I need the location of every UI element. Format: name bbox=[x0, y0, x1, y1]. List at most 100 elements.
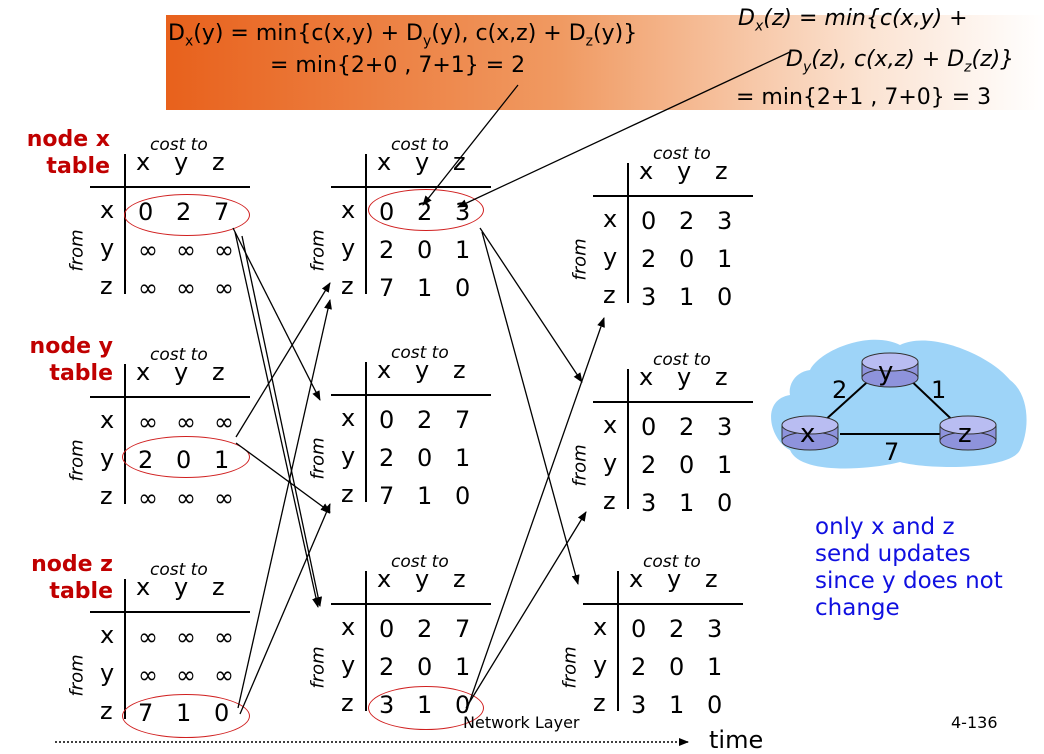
col0-y-table-row-label-y: y bbox=[100, 444, 115, 472]
col2-z-table-cell-y-z: 1 bbox=[707, 653, 723, 681]
col0-z-table-cost-to-label: cost to bbox=[150, 560, 208, 580]
col2-x-table-cell-z-y: 1 bbox=[679, 283, 695, 311]
col2-y-table-cell-y-x: 2 bbox=[641, 451, 657, 479]
col2-y-table-cell-x-z: 3 bbox=[717, 413, 733, 441]
col2-z-table-row-label-y: y bbox=[593, 651, 608, 679]
col2-x-table-row-label-z: z bbox=[603, 281, 616, 309]
col0-z-table-row-label-y: y bbox=[100, 659, 115, 687]
time-label: time bbox=[709, 726, 764, 754]
col2-x-table-cell-y-z: 1 bbox=[717, 245, 733, 273]
ellipse-x-table-t0 bbox=[124, 194, 250, 236]
col0-y-table-vertical-rule bbox=[124, 364, 126, 504]
topology-node-y: y bbox=[878, 357, 894, 387]
col1-y-table-cell-z-y: 1 bbox=[417, 482, 433, 510]
update-arrow-2 bbox=[241, 235, 323, 607]
col2-z-table-cell-x-z: 3 bbox=[707, 615, 723, 643]
col2-z-table-col-header-x: x bbox=[629, 565, 644, 593]
col1-z-table-cost-to-label: cost to bbox=[391, 552, 449, 572]
col2-y-table-col-header-x: x bbox=[639, 363, 654, 391]
col0-x-table-cell-y-y: ∞ bbox=[176, 236, 196, 264]
col0-x-table-row-label-y: y bbox=[100, 234, 115, 262]
col0-y-table-cell-z-z: ∞ bbox=[214, 484, 234, 512]
formula-banner bbox=[166, 15, 1044, 110]
col1-x-table-cell-z-y: 1 bbox=[417, 274, 433, 302]
col1-y-table-cell-y-y: 0 bbox=[417, 444, 433, 472]
col0-z-table-cell-x-z: ∞ bbox=[214, 623, 234, 651]
col1-y-table-row-label-x: x bbox=[341, 404, 356, 432]
col1-y-table-cell-x-z: 7 bbox=[455, 406, 471, 434]
col1-x-table-vertical-rule bbox=[365, 154, 367, 294]
col1-x-table-col-header-y: y bbox=[415, 148, 430, 176]
update-arrow-9 bbox=[479, 227, 583, 383]
col0-x-table-cell-z-y: ∞ bbox=[176, 274, 196, 302]
col0-x-table-cell-z-z: ∞ bbox=[214, 274, 234, 302]
col1-y-table-row-label-z: z bbox=[341, 480, 354, 508]
col2-y-table-col-header-y: y bbox=[677, 363, 692, 391]
col2-z-table-cell-z-z: 0 bbox=[707, 691, 723, 719]
col2-x-table-col-header-x: x bbox=[639, 157, 654, 185]
ellipse-z-table-t0 bbox=[122, 694, 250, 738]
col2-y-table-cell-y-y: 0 bbox=[679, 451, 695, 479]
col0-x-table-col-header-z: z bbox=[212, 148, 225, 176]
col0-y-table-cost-to-label: cost to bbox=[150, 345, 208, 365]
update-arrow-0 bbox=[232, 227, 321, 401]
col1-z-table-cell-y-y: 0 bbox=[417, 653, 433, 681]
col0-z-table-cell-x-y: ∞ bbox=[176, 623, 196, 651]
col1-z-table-cell-x-y: 2 bbox=[417, 615, 433, 643]
col2-y-table-col-header-z: z bbox=[715, 363, 728, 391]
col0-x-table-col-header-x: x bbox=[136, 148, 151, 176]
col2-y-table-cost-to-label: cost to bbox=[653, 350, 711, 370]
col1-z-table-col-header-y: y bbox=[415, 565, 430, 593]
col1-z-table-cell-y-x: 2 bbox=[379, 653, 395, 681]
col2-z-table-cell-z-x: 3 bbox=[631, 691, 647, 719]
col2-z-table-cost-to-label: cost to bbox=[643, 552, 701, 572]
col0-y-table-col-header-y: y bbox=[174, 358, 189, 386]
router-z bbox=[939, 415, 997, 451]
col2-z-table-cell-y-x: 2 bbox=[631, 653, 647, 681]
col0-z-table-col-header-x: x bbox=[136, 573, 151, 601]
col0-x-table-row-label-x: x bbox=[100, 196, 115, 224]
col0-z-table-col-header-z: z bbox=[212, 573, 225, 601]
col2-x-table-cell-x-y: 2 bbox=[679, 207, 695, 235]
col0-z-table-row-label-z: z bbox=[100, 697, 113, 725]
formula-dxz-line1: Dx(z) = min{c(x,y) + bbox=[738, 6, 968, 35]
col1-y-table-col-header-x: x bbox=[377, 356, 392, 384]
col1-y-table-vertical-rule bbox=[365, 362, 367, 502]
col2-x-table-vertical-rule bbox=[627, 163, 629, 303]
router-y bbox=[861, 352, 919, 388]
update-arrow-1 bbox=[234, 231, 320, 608]
col1-y-table-row-label-y: y bbox=[341, 442, 356, 470]
col2-x-table-cell-y-x: 2 bbox=[641, 245, 657, 273]
edge-yz-cost: 1 bbox=[931, 376, 947, 404]
col1-x-table-row-label-z: z bbox=[341, 272, 354, 300]
col2-y-table-row-label-y: y bbox=[603, 449, 618, 477]
col2-x-table-cell-z-x: 3 bbox=[641, 283, 657, 311]
col2-z-table-vertical-rule bbox=[617, 571, 619, 711]
col1-x-table-cost-to-label: cost to bbox=[391, 135, 449, 155]
col0-z-table-vertical-rule bbox=[124, 579, 126, 719]
col1-y-table-header-rule bbox=[331, 394, 491, 396]
col2-x-table-cell-x-z: 3 bbox=[717, 207, 733, 235]
col0-x-table-cell-y-z: ∞ bbox=[214, 236, 234, 264]
col0-x-table-cell-y-x: ∞ bbox=[138, 236, 158, 264]
col2-x-table-cell-z-z: 0 bbox=[717, 283, 733, 311]
col1-x-table-cell-z-z: 0 bbox=[455, 274, 471, 302]
col2-x-table-cell-x-x: 0 bbox=[641, 207, 657, 235]
col2-y-table-vertical-rule bbox=[627, 369, 629, 509]
footer-title: Network Layer bbox=[463, 713, 580, 732]
ellipse-x-table-t1 bbox=[368, 189, 484, 231]
col2-z-table-cell-y-y: 0 bbox=[669, 653, 685, 681]
col1-x-table-cell-y-z: 1 bbox=[455, 236, 471, 264]
col1-z-table-col-header-x: x bbox=[377, 565, 392, 593]
col0-y-table-cell-x-z: ∞ bbox=[214, 408, 234, 436]
col0-y-table-row-label-x: x bbox=[100, 406, 115, 434]
col2-z-table-header-rule bbox=[583, 603, 743, 605]
col2-x-table-col-header-y: y bbox=[677, 157, 692, 185]
col1-x-table-cell-y-y: 0 bbox=[417, 236, 433, 264]
col0-z-table-cell-y-y: ∞ bbox=[176, 661, 196, 689]
update-arrow-6 bbox=[239, 503, 331, 715]
ellipse-y-table-t0 bbox=[122, 436, 250, 478]
